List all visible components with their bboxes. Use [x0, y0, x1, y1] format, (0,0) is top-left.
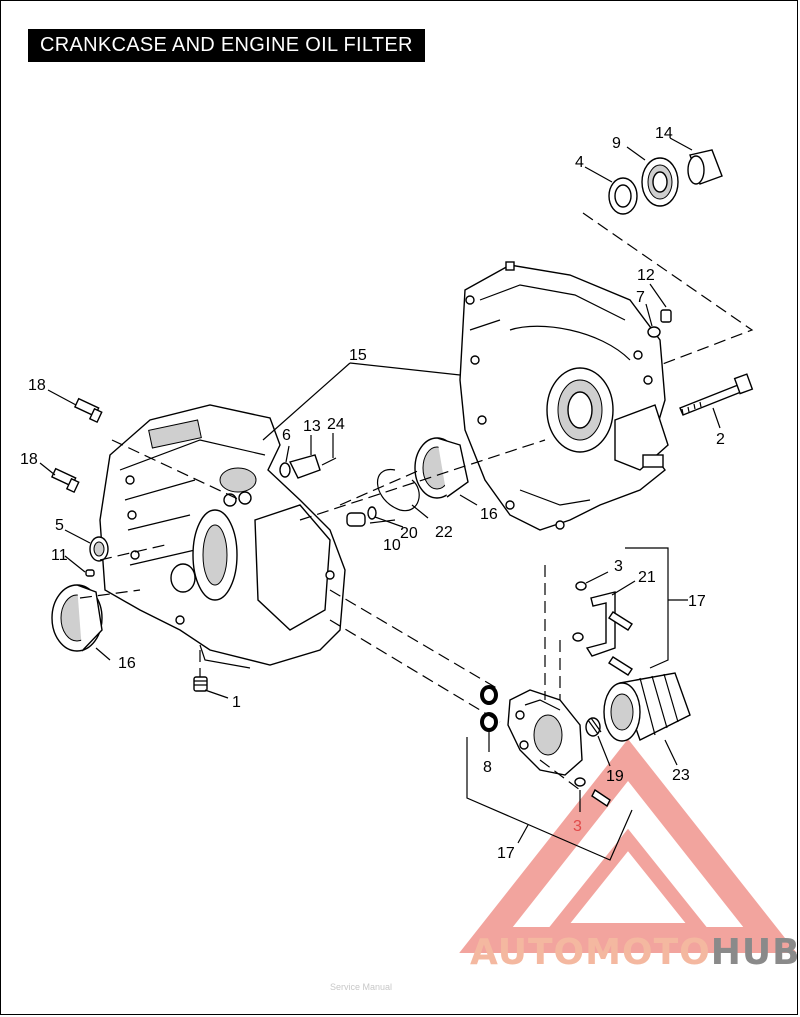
oil-filter-adapter	[507, 689, 583, 776]
watermark-logo	[459, 739, 797, 953]
watermark-moto: MOTO	[585, 932, 711, 973]
watermark-auto: AUTO	[470, 932, 586, 973]
assembly-lines	[79, 212, 754, 791]
part-2-bolt	[679, 373, 754, 416]
part-9-bearing	[641, 157, 679, 207]
part-10-dowel	[346, 512, 366, 527]
group-bracket-17-upper	[625, 547, 688, 669]
callout-14: 14	[655, 125, 673, 142]
part-18-upper-fitting	[73, 397, 103, 424]
callout-7: 7	[636, 289, 645, 306]
callout-13: 13	[303, 418, 321, 435]
part-13-cover	[288, 454, 321, 479]
callout-20: 20	[400, 525, 418, 542]
callout-11: 11	[51, 547, 68, 564]
callout-16-left: 16	[118, 655, 136, 672]
part-12-plug	[660, 309, 672, 323]
part-3-washers	[572, 581, 587, 787]
part-16-left-bearing	[51, 584, 103, 652]
part-5-needle-bearing	[89, 536, 109, 562]
footer-faint-text: Service Manual	[330, 982, 393, 992]
group-bracket-17-lower	[466, 737, 633, 861]
part-21-bracket	[585, 591, 633, 676]
part-16-main-bearing	[414, 437, 469, 499]
left-crankcase-half	[99, 404, 346, 669]
part-24-screw	[321, 457, 337, 466]
callout-17-lower: 17	[497, 845, 515, 862]
part-6-oring	[279, 462, 291, 478]
callout-3-upper: 3	[614, 558, 623, 575]
callout-18-upper: 18	[28, 377, 46, 394]
diagram-title: CRANKCASE AND ENGINE OIL FILTER	[28, 29, 425, 62]
part-4-spacer	[608, 177, 638, 215]
callout-2: 2	[716, 431, 725, 448]
watermark-hub: HUB	[710, 932, 800, 973]
part-8-orings	[480, 685, 498, 732]
callout-4: 4	[575, 154, 584, 171]
callout-labels: 1 2 3 3 4 5 6 7 8 9 10 11 12 13 14 15 16…	[20, 125, 725, 862]
part-23-oil-filter	[603, 672, 691, 742]
callout-16-center: 16	[480, 506, 498, 523]
callout-1: 1	[232, 694, 241, 711]
callout-3-lower: 3	[573, 818, 582, 835]
callout-6: 6	[282, 427, 291, 444]
callout-12: 12	[637, 267, 655, 284]
part-18-lower-fitting	[50, 467, 80, 494]
callout-5: 5	[55, 517, 64, 534]
adapter-bolt	[591, 788, 611, 808]
part-20-oring	[367, 506, 377, 520]
callout-19: 19	[606, 768, 624, 785]
callout-15: 15	[349, 347, 367, 364]
right-crankcase-half	[459, 261, 669, 531]
callout-9: 9	[612, 135, 621, 152]
callout-18-lower: 18	[20, 451, 38, 468]
part-11-pin	[85, 569, 95, 577]
callout-21: 21	[638, 569, 656, 586]
watermark-text: AUTOMOTOHUB	[470, 932, 800, 973]
part-1-plug	[193, 676, 208, 692]
leader-lines	[39, 137, 721, 812]
callout-22: 22	[435, 524, 453, 541]
callout-10: 10	[383, 537, 401, 554]
part-22-snap-ring	[377, 469, 420, 512]
callout-17-upper: 17	[688, 593, 706, 610]
part-19-nipple	[585, 717, 602, 737]
part-7-oring	[647, 326, 661, 338]
callout-8: 8	[483, 759, 492, 776]
callout-24: 24	[327, 416, 345, 433]
callout-23: 23	[672, 767, 690, 784]
part-14-bushing	[687, 149, 723, 185]
